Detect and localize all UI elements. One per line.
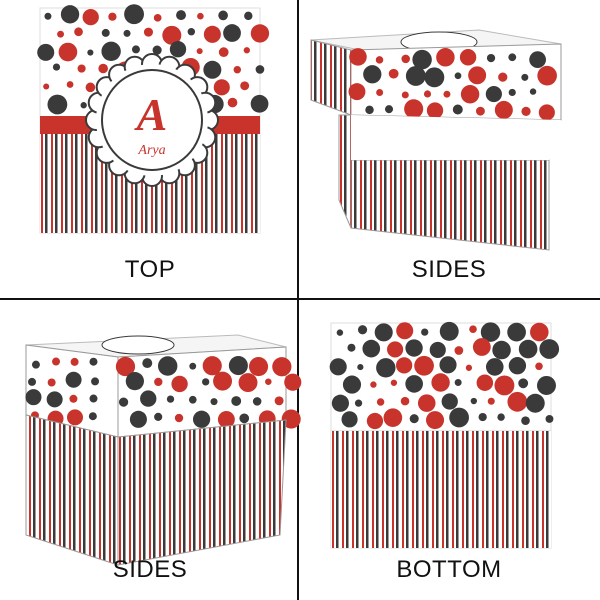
panel-top: A Arya TOP [0, 0, 297, 298]
horizontal-divider [0, 298, 600, 300]
panel-sides-1: SIDES [299, 0, 600, 298]
box-sides-image-2 [25, 334, 302, 566]
panel-sides-2: SIDES [0, 300, 302, 600]
panel-bottom: BOTTOM [299, 300, 600, 600]
label-sides-2: SIDES [112, 556, 188, 583]
box-top-image: A Arya [37, 4, 270, 234]
monogram-name: Arya [137, 143, 165, 158]
vertical-divider [297, 0, 299, 600]
box-sides-image [310, 29, 562, 251]
box-bottom-image [329, 321, 560, 549]
label-sides-1: SIDES [411, 256, 487, 283]
monogram-initial: A [134, 89, 168, 140]
label-bottom: BOTTOM [396, 556, 502, 583]
label-top: TOP [124, 256, 176, 283]
